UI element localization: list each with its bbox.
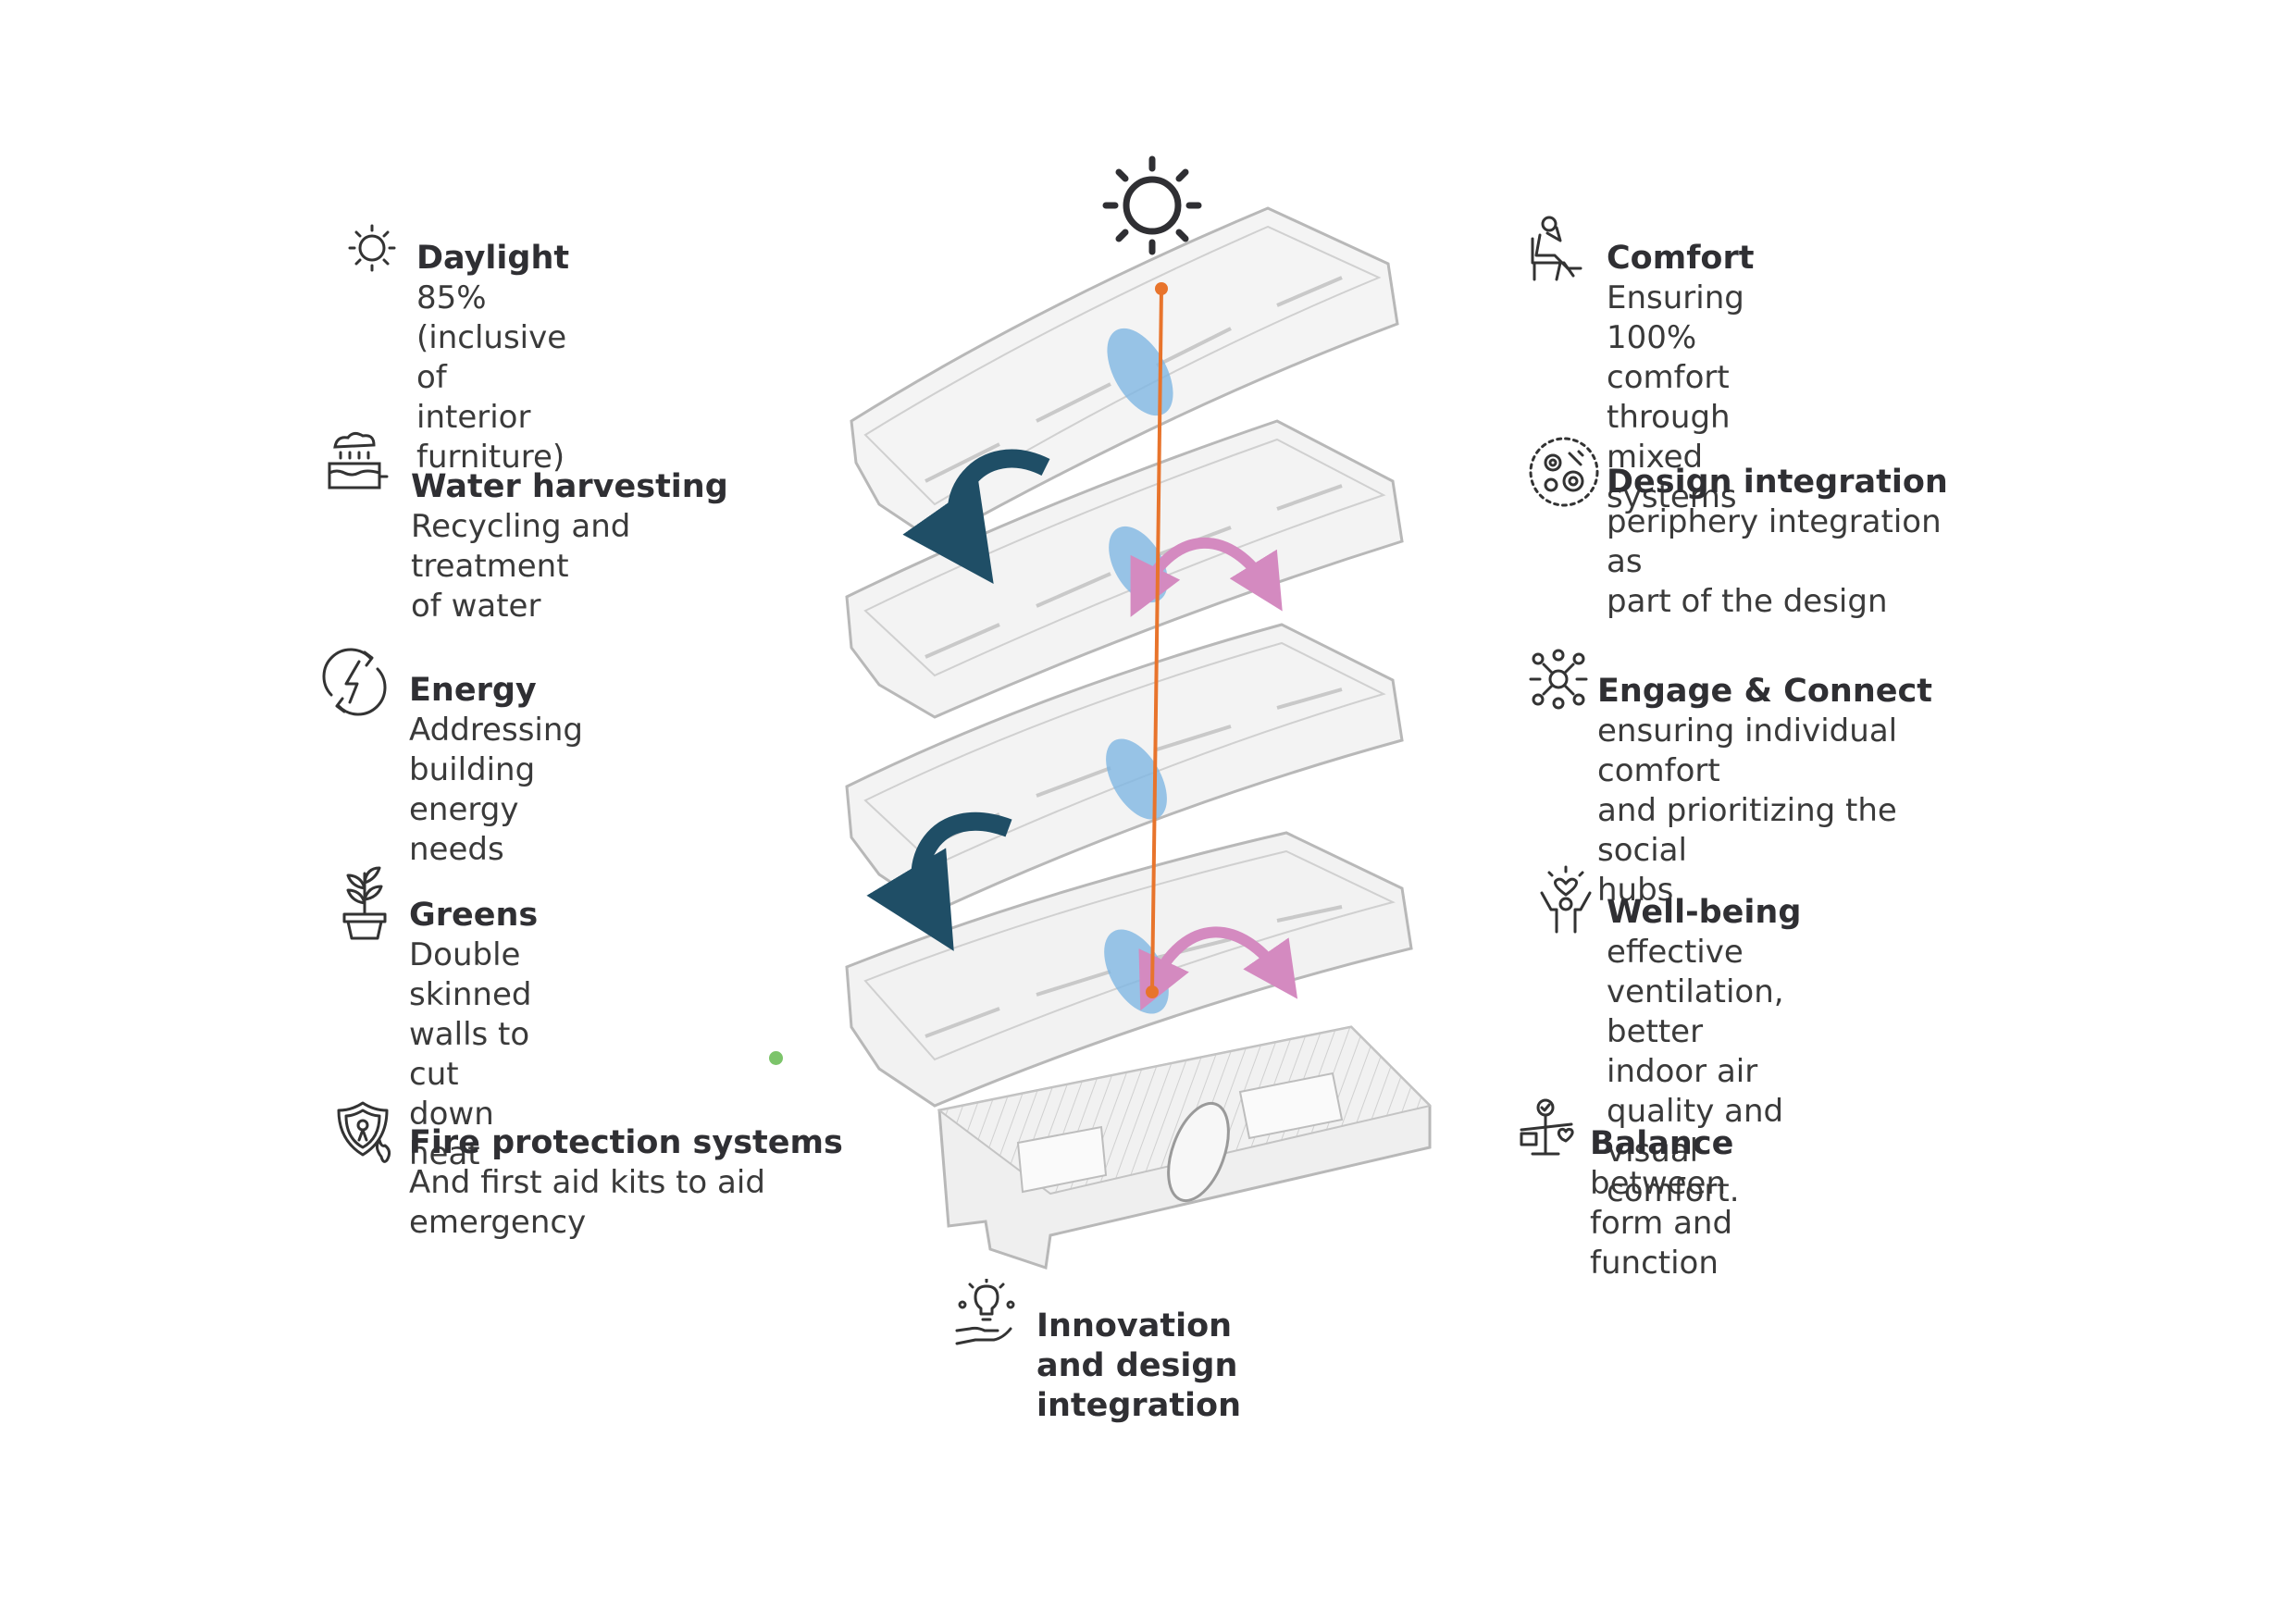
feature-title: Daylight — [416, 240, 570, 277]
fire-shield-icon — [335, 1099, 413, 1177]
feature-text: Water harvesting Recycling and treatment… — [411, 467, 728, 626]
feature-title: Energy — [409, 672, 537, 709]
feature-title: Greens — [409, 897, 539, 934]
energy-cycle-icon — [316, 643, 394, 721]
accent-dot — [769, 1051, 783, 1065]
gears-circle-icon — [1527, 435, 1605, 513]
daylight-line — [1150, 288, 1163, 993]
feature-title: Design integration — [1607, 464, 1948, 501]
feature-description: Ensuring 100% comfort through mixed syst… — [1607, 279, 1744, 515]
person-heart-icon — [1536, 865, 1614, 943]
feature-title: Fire protection systems — [409, 1124, 843, 1161]
rain-water-tank-icon — [326, 430, 403, 508]
feature-description: Addressing building energy needs — [409, 712, 583, 868]
person-reclining-chair-icon — [1527, 215, 1605, 292]
balance-scale-icon — [1516, 1096, 1594, 1174]
feature-description: And first aid kits to aid emergency — [409, 1164, 765, 1241]
daylight-line-start — [1155, 282, 1168, 295]
ground-floor-plate — [937, 1025, 1432, 1270]
floor-plate-2 — [845, 623, 1404, 913]
feature-description: Recycling and treatment of water — [411, 508, 631, 625]
feature-title: Comfort — [1607, 240, 1755, 277]
sun-icon — [1102, 155, 1202, 255]
feature-description: Double skinned walls to cut down heat — [409, 936, 532, 1172]
feature-description: ensuring individual comfort and prioriti… — [1597, 712, 1898, 909]
feature-title: Water harvesting — [411, 468, 728, 505]
feature-description: 85%(inclusive of interior furniture) — [416, 279, 567, 476]
airflow-arrow-lower — [1138, 926, 1298, 1011]
feature-title: Innovation and design integration — [1036, 1307, 1242, 1424]
feature-description: effective ventilation, better indoor air… — [1607, 934, 1784, 1209]
airflow-arrow-upper — [1130, 537, 1283, 617]
rotation-arrow-upper — [902, 449, 1050, 584]
lightbulb-hand-icon — [953, 1279, 1031, 1357]
feature-title: Balance — [1590, 1125, 1734, 1162]
feature-description: between form and function — [1590, 1165, 1733, 1282]
potted-plant-icon — [335, 862, 413, 940]
rotation-arrow-lower — [866, 812, 1012, 951]
network-nodes-icon — [1527, 648, 1605, 725]
sun-icon — [342, 220, 420, 298]
daylight-line-end — [1146, 985, 1159, 998]
feature-title: Engage & Connect — [1597, 673, 1932, 710]
feature-description: periphery integration as part of the des… — [1607, 503, 1942, 620]
feature-title: Well-being — [1607, 894, 1802, 931]
